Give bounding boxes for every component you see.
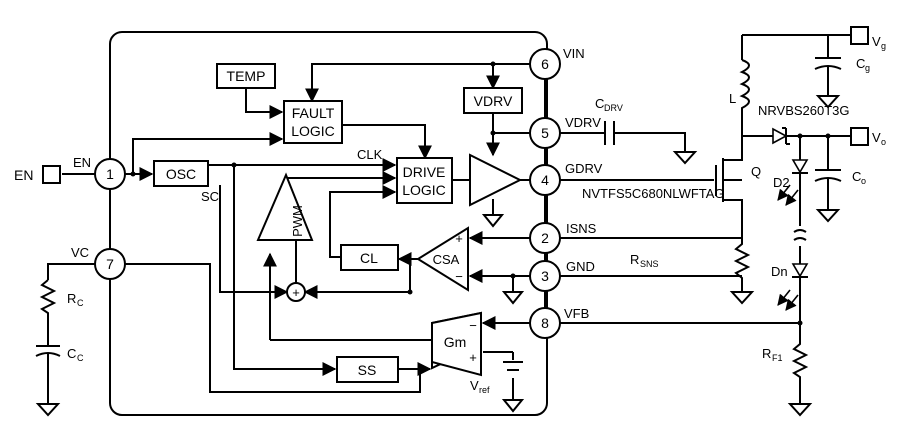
pin-5-name: VDRV	[565, 115, 601, 130]
inductor-l: L	[729, 34, 859, 136]
schottky-diode: NRVBS260T3G	[742, 103, 851, 145]
vref-label: V	[470, 378, 479, 393]
fault-label-line1: FAULT	[292, 105, 335, 121]
cg-subscript: g	[865, 63, 870, 73]
rf1-label: R	[762, 346, 771, 361]
pin-1-name: EN	[73, 155, 91, 170]
pin-3-name: GND	[566, 259, 595, 274]
pin-5-number: 5	[541, 125, 549, 141]
en-terminal: EN	[14, 165, 61, 184]
vg-node: V g C g	[814, 26, 886, 109]
ss-block: SS	[336, 356, 399, 383]
summer-sign: +	[292, 285, 300, 300]
rsns-resistor: R SNS	[630, 238, 755, 305]
pin-8: 8 VFB	[529, 306, 589, 339]
pin-1-number: 1	[106, 166, 114, 182]
pin-6-number: 6	[541, 56, 549, 72]
summing-junction: +	[286, 282, 306, 302]
vref-source: V ref	[470, 361, 523, 395]
vdrv-block-label: VDRV	[474, 93, 513, 109]
pin-2-number: 2	[541, 230, 549, 246]
gate-driver-buffer	[469, 153, 523, 207]
co-subscript: o	[861, 176, 866, 186]
pin-8-number: 8	[541, 315, 549, 331]
vg-subscript: g	[881, 41, 886, 51]
cdrv-label: C	[595, 96, 604, 111]
pwm-comparator: PWM	[256, 172, 314, 241]
pin-7-number: 7	[106, 256, 114, 272]
cdrv-subscript: DRV	[604, 103, 623, 113]
pin-1: 1 EN	[73, 155, 126, 190]
csa-label: CSA	[433, 252, 460, 267]
pwm-label: PWM	[290, 205, 305, 237]
mosfet-q: Q NVTFS5C680NLWFTAG	[582, 134, 761, 240]
gm-minus-sign: −	[469, 318, 477, 333]
csa-amplifier: CSA + −	[416, 226, 469, 292]
cc-subscript: C	[77, 353, 84, 363]
pin-4-number: 4	[541, 172, 549, 188]
cl-label: CL	[360, 250, 378, 266]
led-string: D2 Dn	[771, 136, 809, 340]
pin-5: 5 VDRV	[529, 115, 601, 149]
pin-8-name: VFB	[564, 306, 589, 321]
en-terminal-label: EN	[14, 167, 33, 183]
ss-label: SS	[358, 362, 377, 378]
rf1-subscript: F1	[772, 353, 783, 363]
isns-trace	[560, 237, 742, 277]
cdrv-capacitor: C DRV	[560, 96, 698, 165]
vg-label: V	[872, 34, 881, 49]
pin-6-name: VIN	[563, 46, 585, 61]
vo-label: V	[872, 130, 881, 145]
csa-minus-sign: −	[455, 269, 463, 284]
cc-label: C	[67, 346, 76, 361]
fault-logic-block: FAULT LOGIC	[283, 100, 343, 144]
csa-plus-sign: +	[455, 231, 463, 246]
pin-3-number: 3	[541, 268, 549, 284]
vfb-trace-and-rf1: R F1	[560, 320, 813, 417]
mosfet-part-number: NVTFS5C680NLWFTAG	[582, 186, 725, 201]
osc-block: OSC	[153, 160, 209, 187]
drive-logic-block: DRIVE LOGIC	[396, 157, 453, 204]
drive-label-line1: DRIVE	[403, 164, 446, 180]
cl-block: CL	[340, 244, 399, 271]
rsns-subscript: SNS	[640, 259, 659, 269]
rc-cc-network: R C C C	[35, 263, 95, 417]
inductor-label: L	[729, 91, 736, 106]
clk-label: CLK	[357, 147, 383, 162]
sc-label: SC	[201, 189, 219, 204]
vo-node: V o C o	[797, 127, 886, 223]
gm-plus-sign: +	[469, 350, 477, 365]
pin-4: 4 GDRV	[529, 161, 603, 196]
mosfet-label: Q	[751, 164, 761, 179]
led-first-label: D2	[773, 175, 790, 190]
pin-7: 7 VC	[71, 245, 126, 280]
rsns-label: R	[630, 252, 639, 267]
osc-label: OSC	[166, 166, 196, 182]
gm-label: Gm	[444, 334, 467, 350]
pin-2-name: ISNS	[566, 221, 597, 236]
pin-6: 6 VIN	[529, 46, 585, 80]
temp-block: TEMP	[216, 63, 276, 89]
led-last-label: Dn	[771, 264, 788, 279]
fault-label-line2: LOGIC	[291, 123, 335, 139]
pin-7-name: VC	[71, 245, 89, 260]
co-label: C	[852, 169, 861, 184]
cg-label: C	[856, 56, 865, 71]
rc-label: R	[67, 291, 76, 306]
temp-label: TEMP	[227, 68, 266, 84]
gm-amplifier: Gm − +	[431, 311, 482, 377]
junction-dots	[130, 61, 516, 295]
pin-4-name: GDRV	[565, 161, 603, 176]
drive-label-line2: LOGIC	[402, 182, 446, 198]
pin-3: 3 GND	[529, 259, 595, 292]
diode-part-number: NRVBS260T3G	[758, 103, 850, 118]
vref-subscript: ref	[479, 385, 490, 395]
rc-subscript: C	[77, 298, 84, 308]
vdrv-regulator-block: VDRV	[463, 87, 523, 114]
vo-subscript: o	[881, 137, 886, 147]
